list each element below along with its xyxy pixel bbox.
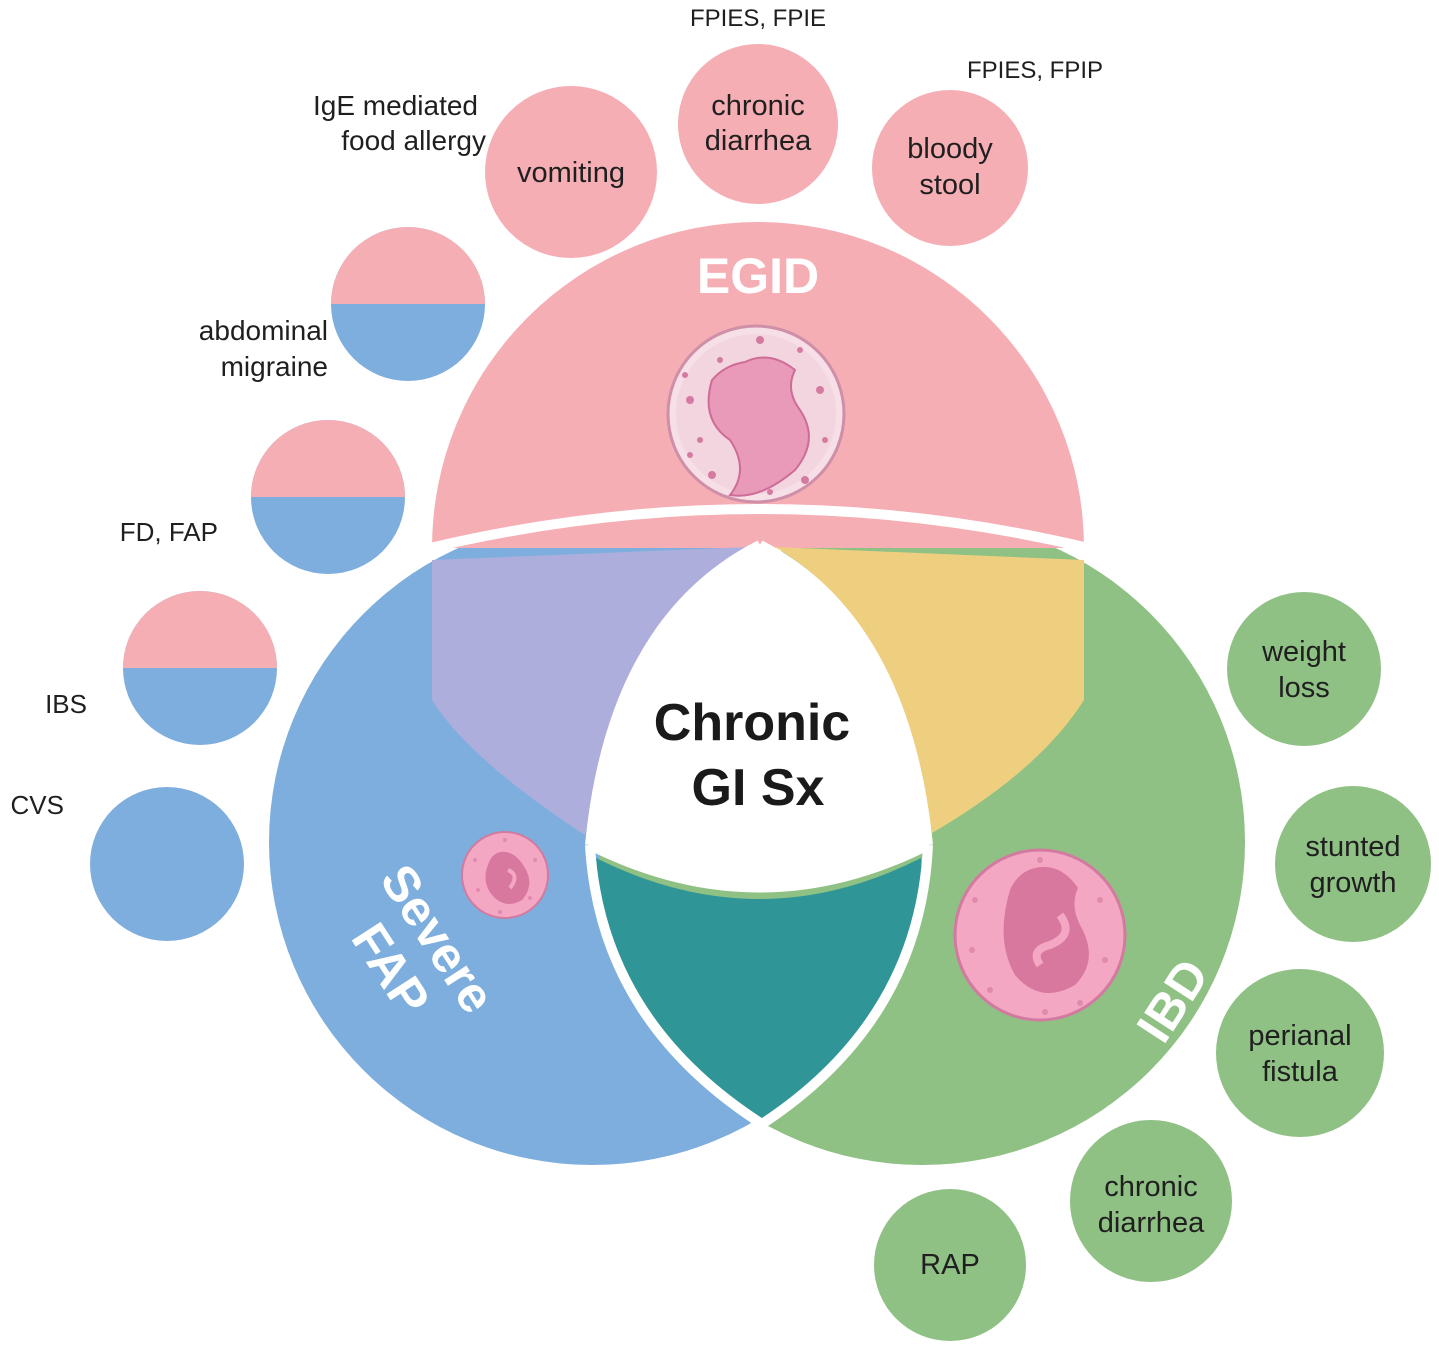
svg-text:fistula: fistula (1262, 1056, 1339, 1088)
svg-text:diarrhea: diarrhea (1098, 1207, 1205, 1239)
ibd-symptom-chronic-diarrhea: chronic diarrhea (1070, 1120, 1232, 1282)
svg-text:CVS: CVS (11, 790, 64, 820)
svg-text:loss: loss (1278, 672, 1330, 704)
svg-text:chronic: chronic (1104, 1171, 1198, 1203)
neutrophil-cell-icon (953, 848, 1127, 1022)
center-label-line1: Chronic (654, 694, 850, 752)
ibd-symptom-rap: RAP (874, 1189, 1026, 1341)
svg-text:FPIES, FPIP: FPIES, FPIP (967, 57, 1103, 84)
svg-text:stool: stool (919, 169, 980, 201)
svg-text:perianal: perianal (1248, 1020, 1351, 1052)
ibd-symptom-perianal-fistula: perianal fistula (1216, 969, 1384, 1137)
fap-symptom-cvs: CVS (11, 787, 244, 941)
svg-text:diarrhea: diarrhea (705, 125, 812, 157)
svg-text:RAP: RAP (920, 1249, 980, 1281)
svg-text:weight: weight (1261, 636, 1346, 668)
fap-symptom-fd-fap: FD, FAP (120, 420, 405, 574)
svg-text:bloody: bloody (907, 133, 993, 165)
egid-label: EGID (697, 248, 819, 304)
eosinophil-cell-icon (666, 324, 846, 504)
svg-text:growth: growth (1309, 867, 1396, 899)
center-label-line2: GI Sx (692, 759, 825, 817)
small-neutrophil-cell-icon (461, 831, 549, 919)
svg-text:FD, FAP: FD, FAP (120, 517, 218, 547)
svg-text:IBS: IBS (45, 689, 87, 719)
fap-symptom-abdominal-migraine: abdominal migraine (199, 227, 485, 382)
fap-symptom-ibs: IBS (45, 591, 277, 745)
overlap-egid-ibd (775, 547, 1084, 833)
svg-text:food allergy: food allergy (341, 125, 486, 156)
separator-lines (428, 504, 1090, 1129)
svg-text:vomiting: vomiting (517, 157, 625, 189)
svg-text:chronic: chronic (711, 90, 805, 122)
egid-symptom-bloody-stool: bloody stool FPIES, FPIP (872, 57, 1103, 246)
egid-symptom-vomiting: vomiting IgE mediated food allergy (313, 86, 657, 258)
svg-text:migraine: migraine (221, 351, 328, 382)
center-region (590, 545, 928, 888)
svg-text:abdominal: abdominal (199, 315, 328, 346)
svg-text:IgE mediated: IgE mediated (313, 90, 478, 121)
egid-symptom-chronic-diarrhea: chronic diarrhea FPIES, FPIE (678, 5, 838, 204)
svg-text:stunted: stunted (1305, 831, 1400, 863)
ibd-symptom-weight-loss: weight loss (1227, 592, 1381, 746)
ibd-symptom-stunted-growth: stunted growth (1275, 786, 1431, 942)
svg-text:FPIES, FPIE: FPIES, FPIE (690, 5, 826, 32)
